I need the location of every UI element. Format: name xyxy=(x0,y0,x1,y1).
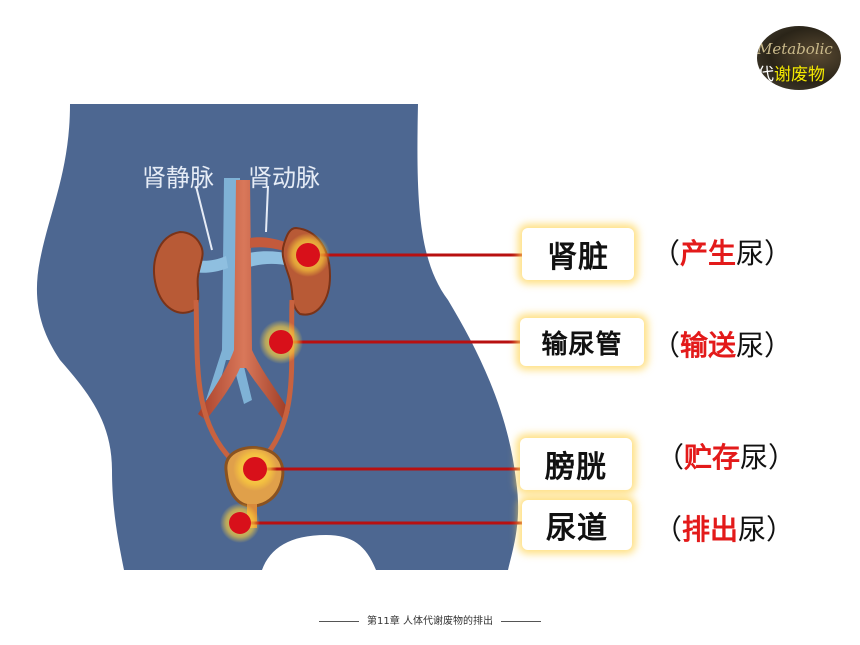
renal-vein-right xyxy=(238,251,292,270)
kidney-left xyxy=(153,230,204,314)
organ-label-kidney: 肾脏 xyxy=(522,228,634,280)
metabolic-logo: Metabolic 代谢废物 xyxy=(757,26,841,90)
vein-pointer xyxy=(195,185,213,251)
footer: 第11章 人体代谢废物的排出 xyxy=(0,612,860,627)
function-kidney: （产生尿） xyxy=(652,237,793,270)
footer-text: 第11章 人体代谢废物的排出 xyxy=(367,616,493,627)
renal-artery-right xyxy=(250,237,290,252)
function-ureter: （输送尿） xyxy=(652,329,793,362)
organ-label-ureter: 输尿管 xyxy=(520,318,644,366)
function-bladder: （贮存尿） xyxy=(656,441,797,474)
renal-vein-label: 肾静脉 xyxy=(142,164,214,192)
ureter-right xyxy=(260,299,295,462)
footer-rule-left xyxy=(319,620,360,622)
artery-pointer xyxy=(265,185,269,233)
function-urethra: （排出尿） xyxy=(654,513,795,546)
renal-artery-label: 肾动脉 xyxy=(248,164,320,192)
organ-label-bladder: 膀胱 xyxy=(520,438,632,490)
organ-label-urethra: 尿道 xyxy=(522,500,632,550)
logo-chinese-text: 代谢废物 xyxy=(757,65,825,85)
marker-urethra xyxy=(220,503,260,543)
footer-rule-right xyxy=(500,620,541,622)
ureter-left xyxy=(193,299,234,462)
marker-bladder xyxy=(233,447,277,491)
marker-kidney xyxy=(286,233,330,277)
marker-ureter xyxy=(259,320,303,364)
vena-cava xyxy=(206,178,252,404)
logo-english-text: Metabolic xyxy=(757,40,833,58)
aorta xyxy=(198,180,290,420)
